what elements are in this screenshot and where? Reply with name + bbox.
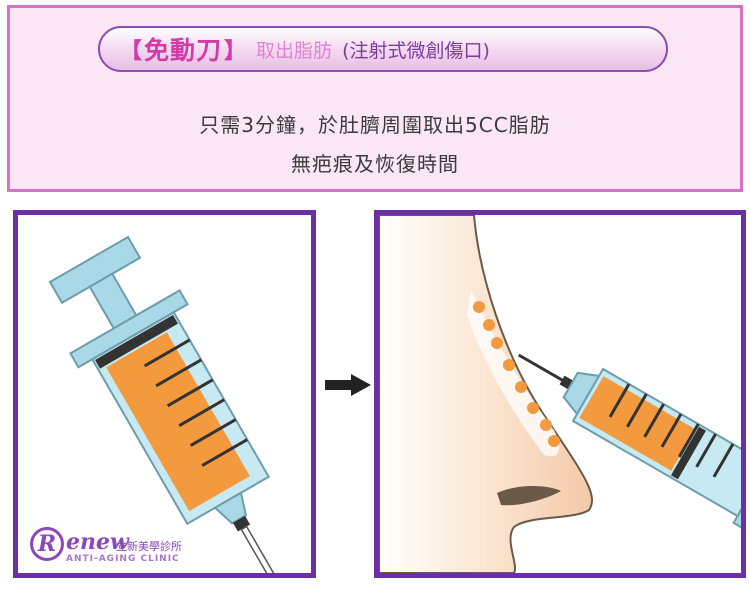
nose-profile (379, 215, 593, 573)
title-purpose: 取出脂肪 (256, 39, 333, 62)
fat-content (106, 332, 250, 512)
plunger-head (95, 314, 178, 369)
needle (240, 525, 288, 573)
syringe-icon (517, 353, 741, 532)
fat-dots (473, 301, 560, 447)
description-line-1: 只需3分鐘，於肚臍周圍取出5CC脂肪 (199, 113, 551, 137)
clinic-logo: R enew 立新美學診所 ANTI-AGING CLINIC (30, 527, 220, 569)
filler-area (467, 290, 560, 457)
syringe-panel (13, 210, 316, 578)
injection-illustration (379, 215, 741, 573)
syringe-tip (213, 491, 248, 525)
logo-tagline: ANTI-AGING CLINIC (66, 554, 180, 564)
logo-mark-icon: R (30, 527, 64, 561)
syringe-illustration (48, 235, 288, 573)
title-pill: 【 免動刀 】 取出脂肪 (注射式微創傷口) (98, 26, 668, 72)
injection-panel (374, 210, 746, 578)
graduation-marks (143, 338, 248, 467)
title-bracket-close: 】 (224, 39, 247, 64)
title-bracket-open: 【 (120, 39, 143, 64)
title-note: (注射式微創傷口) (342, 39, 490, 62)
logo-brand: enew (66, 529, 129, 555)
title-keyword: 免動刀 (144, 36, 223, 65)
nostril (497, 486, 561, 506)
needle-hub (232, 515, 251, 532)
description-line-2: 無疤痕及恢復時間 (291, 152, 459, 176)
logo-chinese-name: 立新美學診所 (116, 540, 182, 553)
top-banner: 【 免動刀 】 取出脂肪 (注射式微創傷口) (7, 5, 743, 192)
right-arrow-icon (325, 374, 371, 396)
